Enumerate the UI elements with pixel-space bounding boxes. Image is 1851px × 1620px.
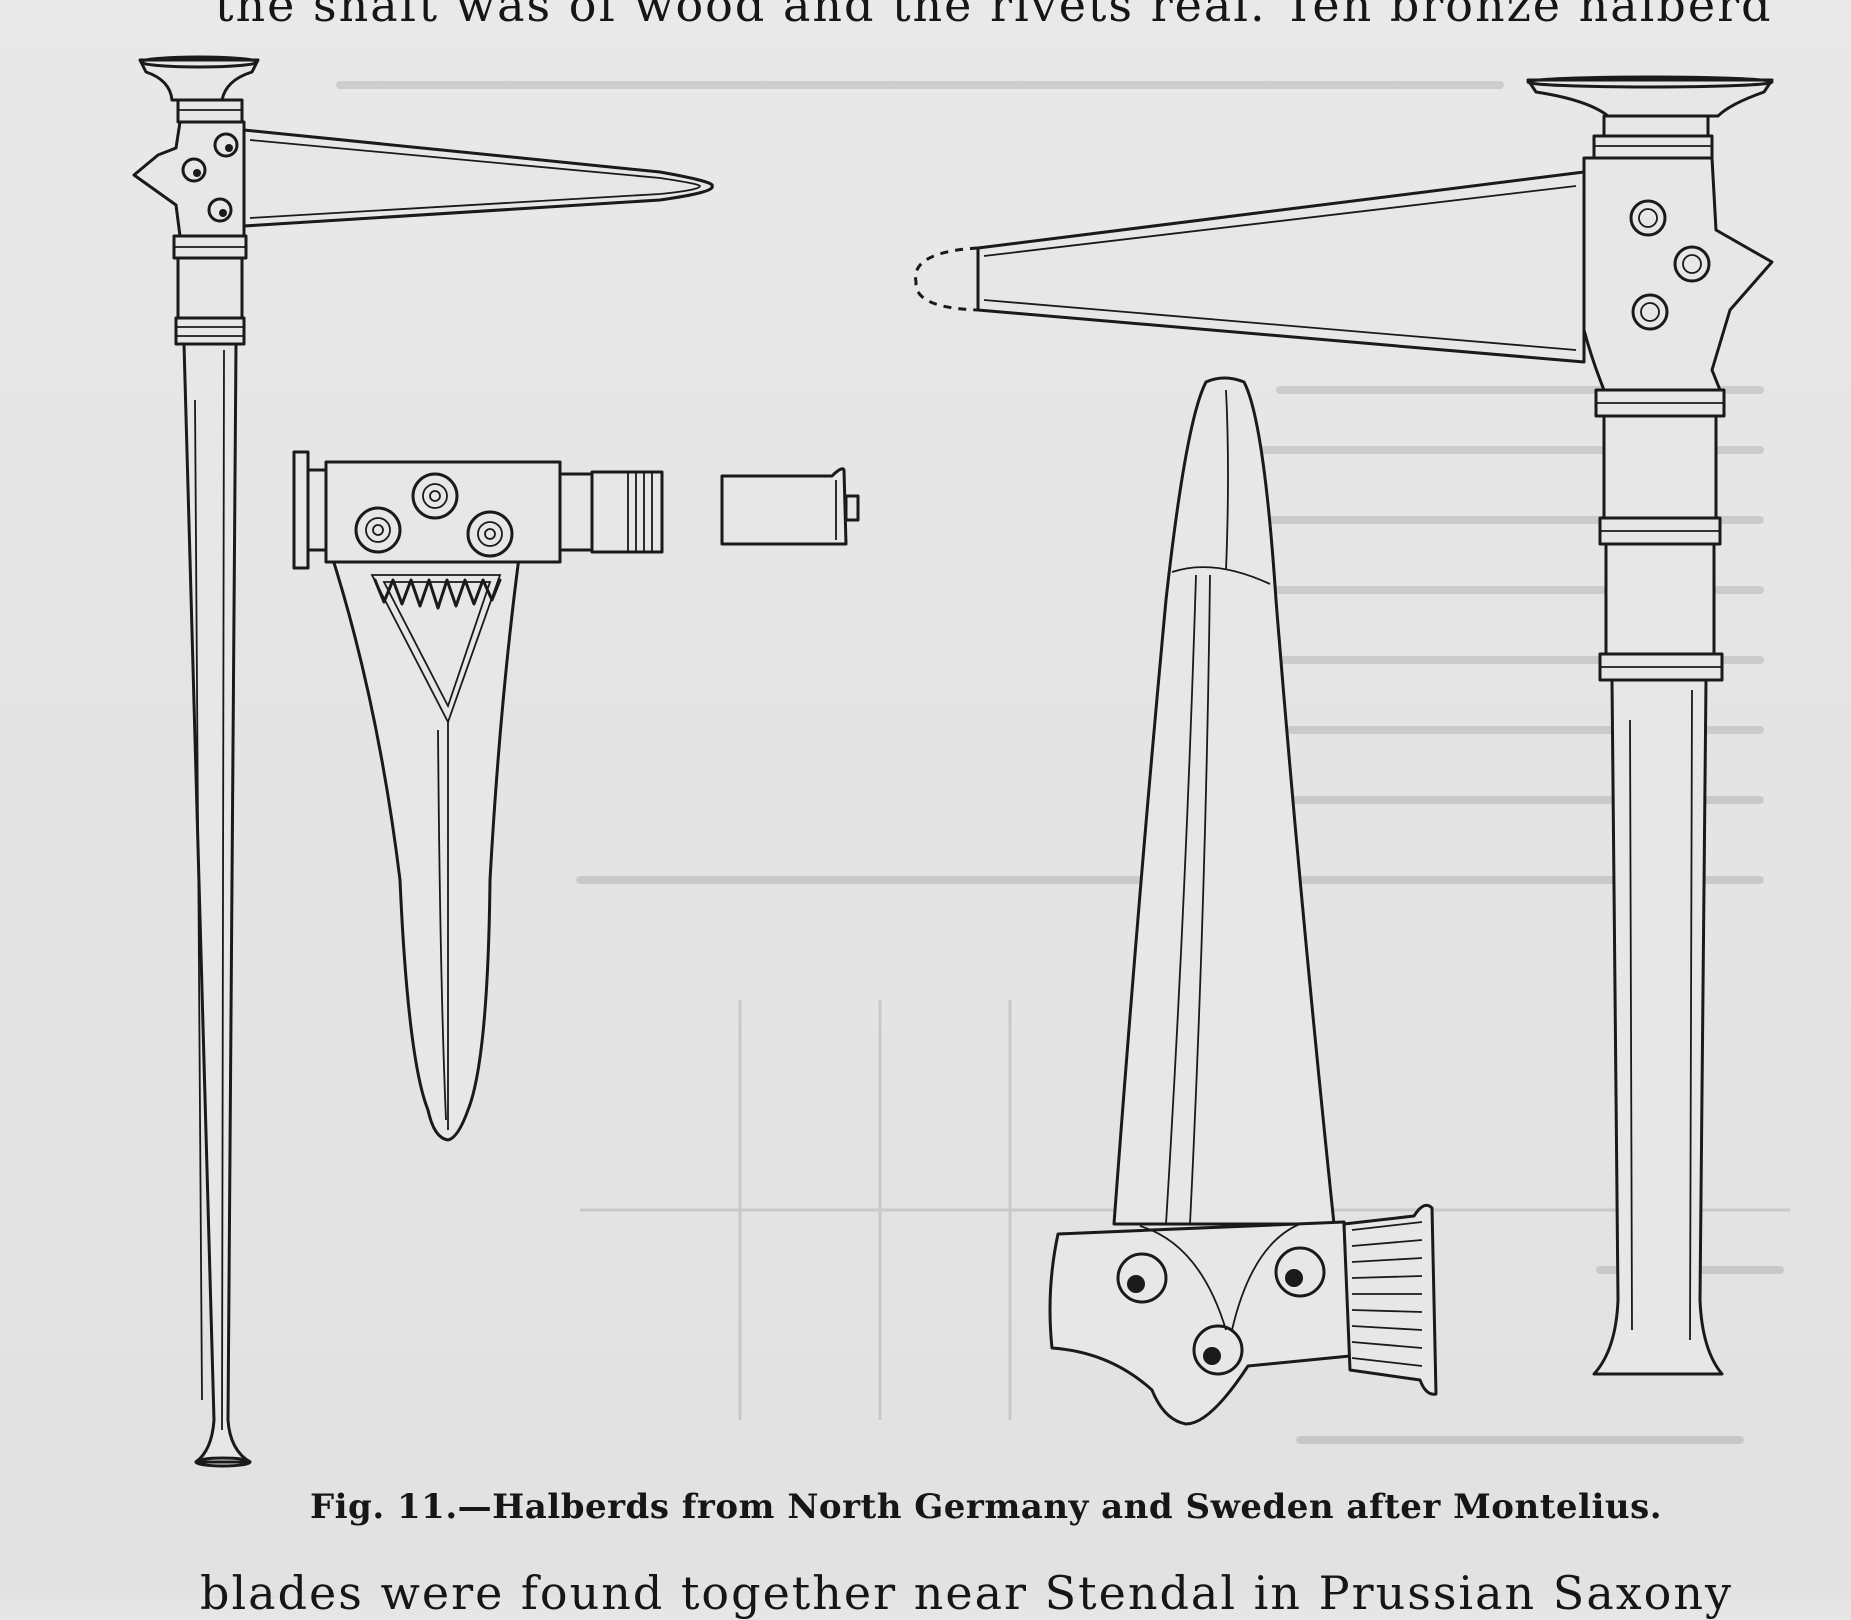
figure-caption: Fig. 11.—Halberds from North Germany and… (310, 1487, 1663, 1527)
running-text-top: the shaft was of wood and the rivets rea… (215, 0, 1773, 32)
ferrule-fragment (720, 467, 860, 546)
running-text-bottom: blades were found together near Stendal … (200, 1566, 1733, 1620)
large-triangular-blade (1048, 376, 1438, 1426)
right-halberd-with-shaft (914, 75, 1774, 1376)
left-halberd-with-shaft (132, 55, 714, 1468)
loose-triangular-blade (292, 450, 664, 1142)
